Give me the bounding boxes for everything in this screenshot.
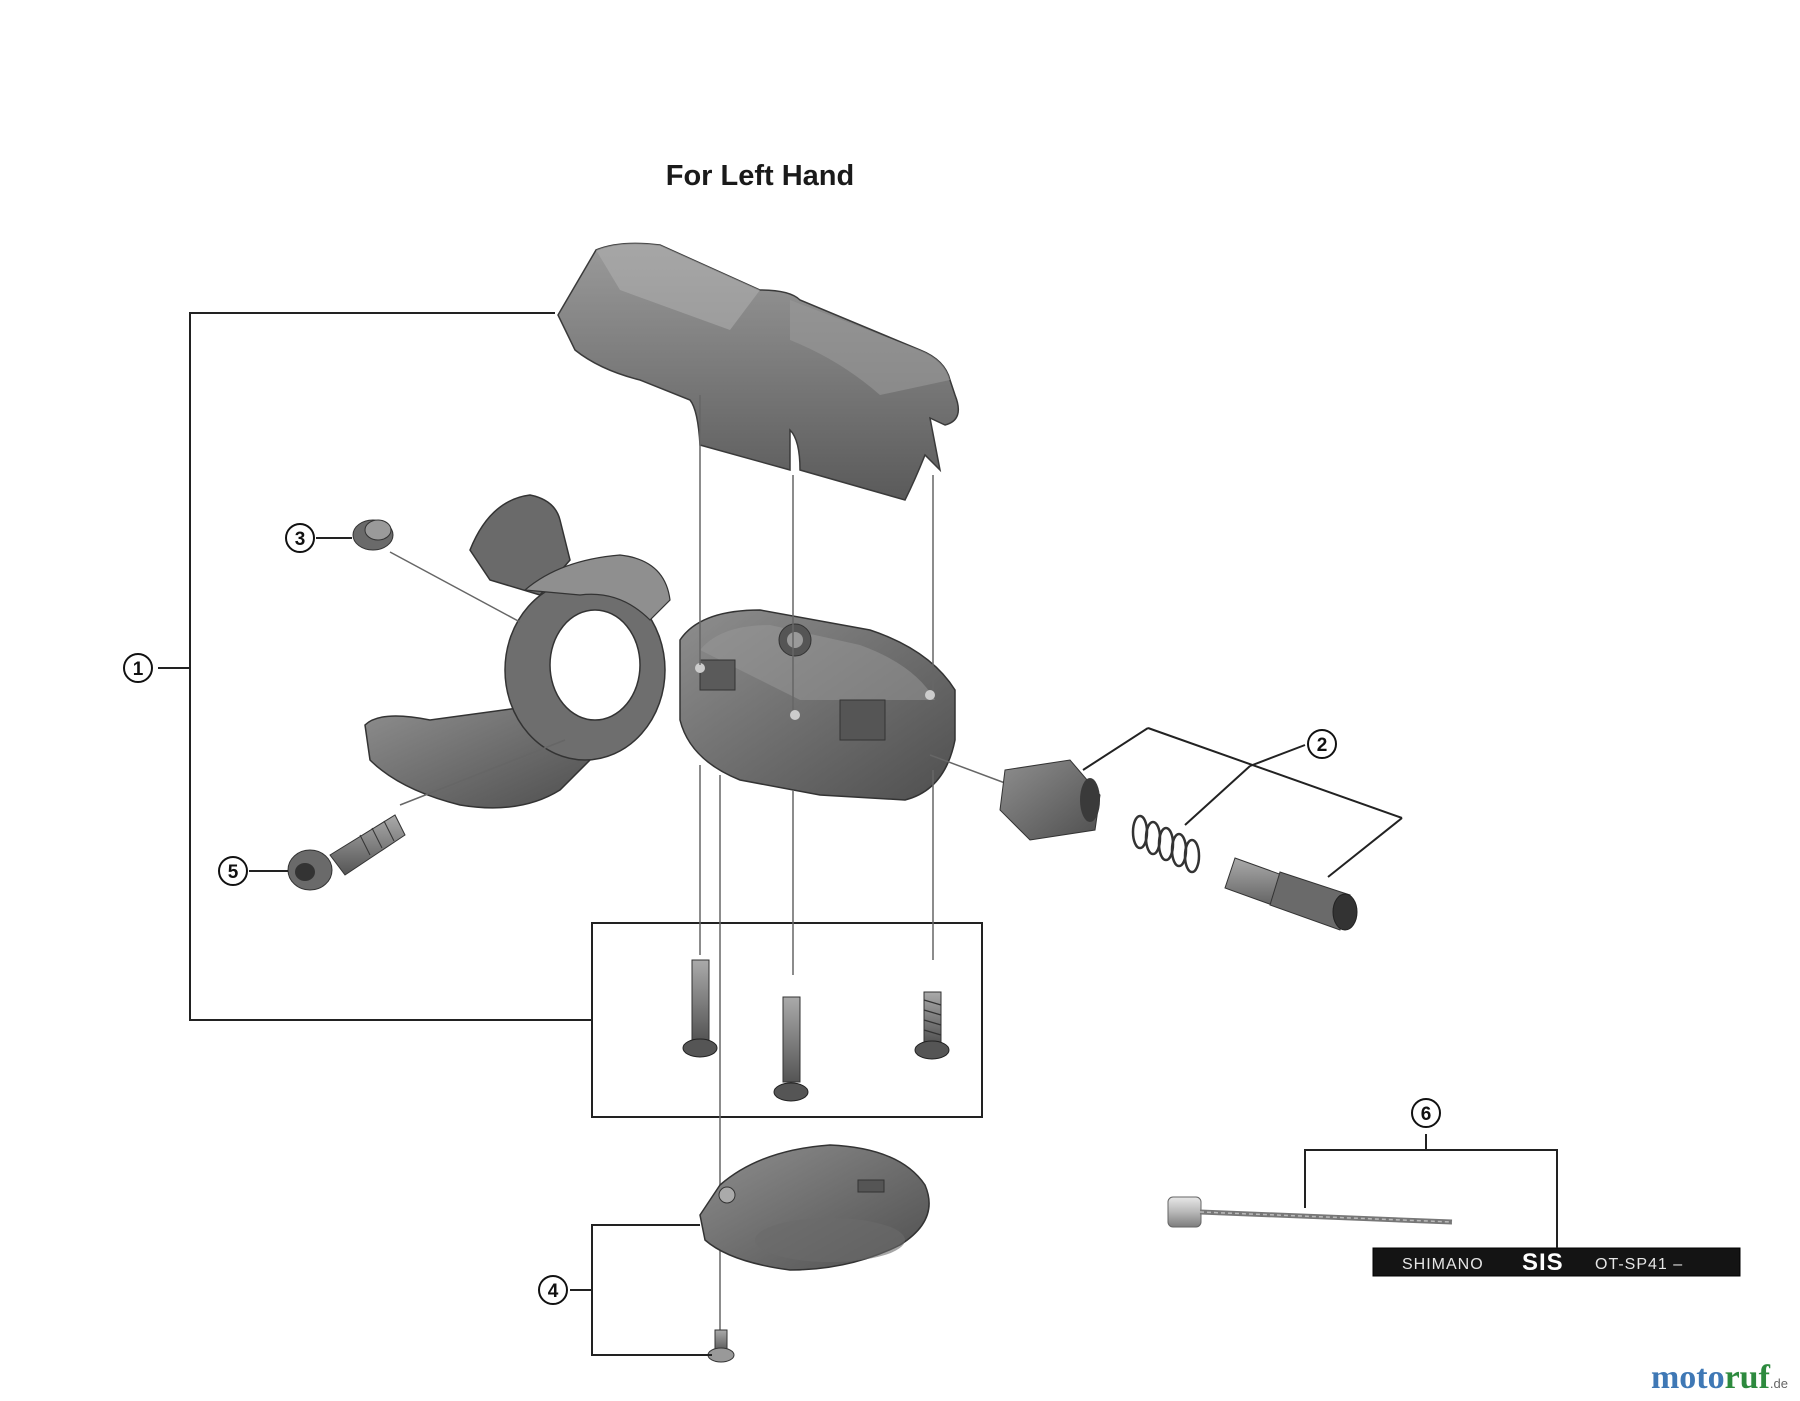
part-6-inner-cable	[1167, 1196, 1453, 1228]
callout-5: 5	[218, 856, 248, 886]
cable-brand-text: SHIMANO	[1402, 1256, 1484, 1273]
callout-3: 3	[285, 523, 315, 553]
svg-text:2: 2	[1317, 735, 1328, 756]
cable-model-text: SIS	[1522, 1249, 1564, 1276]
part-2-cable-end-barrel	[1224, 857, 1358, 931]
svg-text:3: 3	[295, 529, 306, 550]
assembly-lines	[389, 395, 1006, 1355]
top-cover	[557, 242, 960, 501]
group-2-leaders	[1082, 727, 1403, 878]
watermark-part-b: ruf	[1724, 1359, 1770, 1396]
screw-set-frame	[591, 922, 983, 1118]
group-4-bracket	[570, 1224, 712, 1356]
part-2-adjuster-barrel	[999, 759, 1101, 841]
watermark-part-a: moto	[1650, 1359, 1725, 1396]
svg-text:1: 1	[133, 659, 144, 680]
callout-1: 1	[123, 653, 153, 683]
part-2-spring	[1131, 814, 1201, 874]
svg-text:5: 5	[228, 862, 239, 883]
screw-middle	[773, 996, 809, 1102]
callout-6: 6	[1411, 1098, 1441, 1128]
svg-text:6: 6	[1421, 1104, 1432, 1125]
callout-2: 2	[1307, 729, 1337, 759]
part-6-outer-housing: SHIMANO SIS OT-SP41 –	[1372, 1247, 1741, 1277]
main-shifter-body	[364, 494, 956, 809]
svg-text:4: 4	[548, 1281, 559, 1302]
diagram-title: For Left Hand	[665, 160, 855, 192]
screw-left	[682, 959, 718, 1058]
callout-4: 4	[538, 1275, 568, 1305]
group-1-bracket	[158, 312, 592, 1021]
part-4-screw	[707, 1329, 735, 1363]
part-4-bottom-cover	[699, 1144, 930, 1271]
part-5-bolt	[287, 814, 406, 891]
part-3-plug	[352, 519, 394, 551]
cable-code-text: OT-SP41 –	[1595, 1256, 1683, 1273]
watermark-tld: .de	[1769, 1376, 1788, 1391]
callout-leaders	[249, 537, 352, 872]
watermark-logo: motoruf.de	[1651, 1359, 1788, 1397]
screw-right	[914, 991, 950, 1060]
group-6-bracket	[1304, 1134, 1558, 1248]
